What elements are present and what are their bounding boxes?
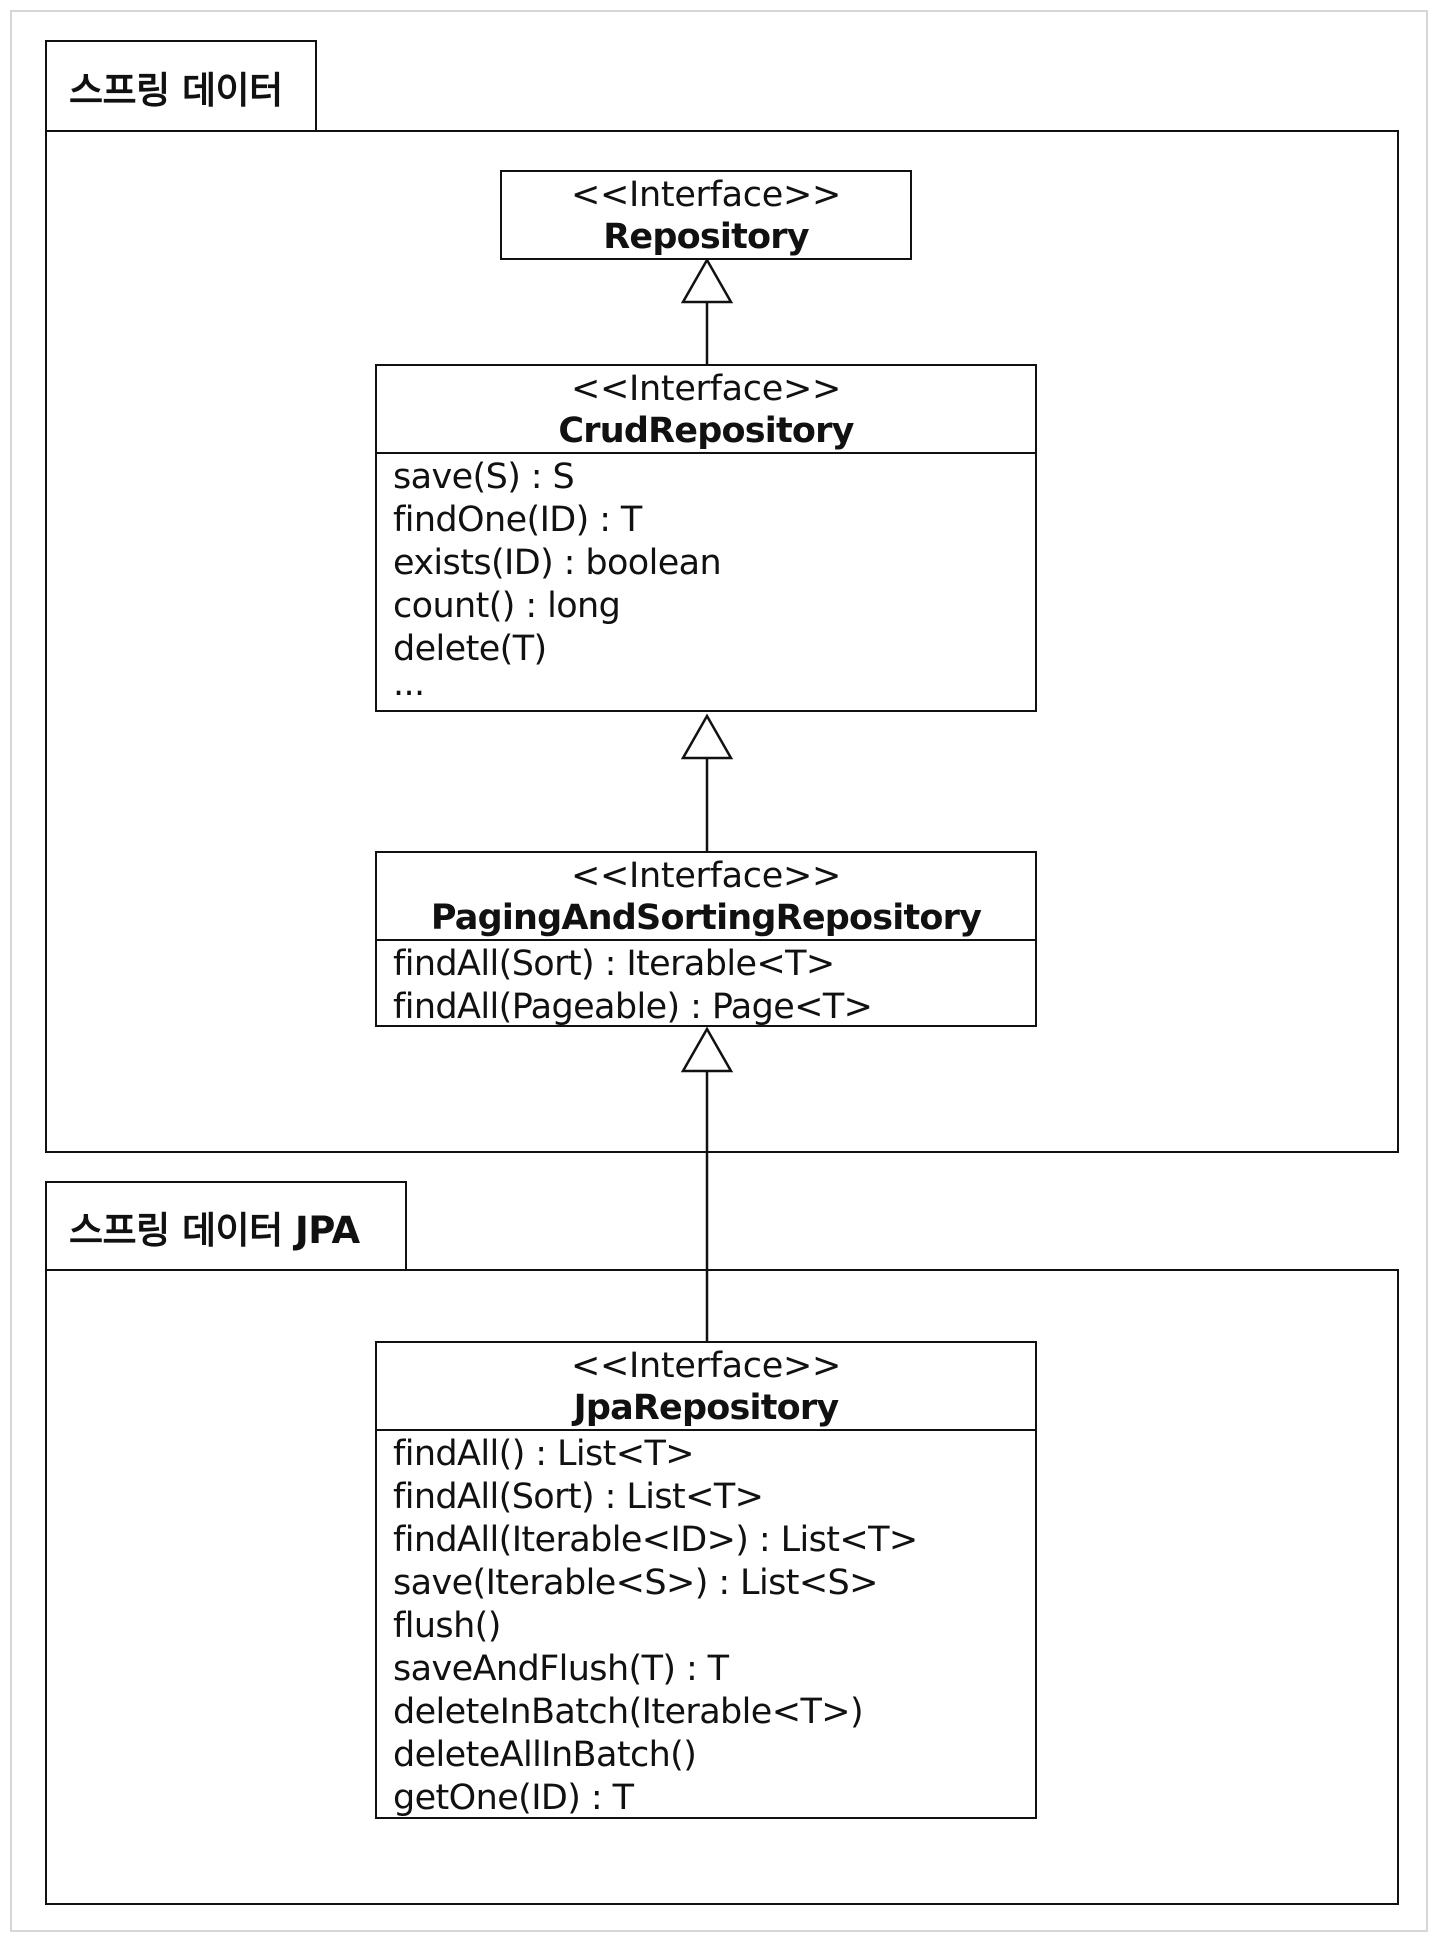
method-get-one: getOne(ID) : T (393, 1778, 634, 1818)
interface-name: JpaRepository (573, 1388, 840, 1428)
package-tab-spring-data-jpa: 스프링 데이터 JPA (45, 1181, 407, 1271)
interface-crud-repository: <<Interface>> CrudRepository save(S) : S… (375, 364, 1037, 712)
method-save-iterable: save(Iterable<S>) : List<S> (393, 1563, 879, 1603)
interface-repository-header: <<Interface>> Repository (502, 172, 910, 258)
method-find-all-sort: findAll(Sort) : List<T> (393, 1477, 764, 1517)
method-find-all-pageable: findAll(Pageable) : Page<T> (393, 987, 873, 1027)
interface-crud-repository-header: <<Interface>> CrudRepository (377, 366, 1035, 454)
method-exists: exists(ID) : boolean (393, 543, 722, 583)
method-delete: delete(T) (393, 629, 547, 669)
method-find-one: findOne(ID) : T (393, 500, 642, 540)
package-tab-spring-data: 스프링 데이터 (45, 40, 317, 132)
method-delete-all-in-batch: deleteAllInBatch() (393, 1735, 697, 1775)
method-count: count() : long (393, 586, 621, 626)
interface-paging-and-sorting-repository: <<Interface>> PagingAndSortingRepository… (375, 851, 1037, 1027)
method-flush: flush() (393, 1606, 501, 1646)
method-delete-in-batch: deleteInBatch(Iterable<T>) (393, 1692, 864, 1732)
package-spring-data-jpa (45, 1269, 1399, 1905)
interface-jpa-repository: <<Interface>> JpaRepository findAll() : … (375, 1341, 1037, 1819)
arrow-head-paging (680, 1026, 734, 1073)
method-save: save(S) : S (393, 457, 575, 497)
interface-name: PagingAndSortingRepository (430, 898, 982, 938)
diagram-frame (10, 10, 1428, 1932)
interface-jpa-repository-header: <<Interface>> JpaRepository (377, 1343, 1035, 1431)
package-label-spring-data: 스프링 데이터 (69, 69, 283, 112)
arrow-head-repository (680, 257, 734, 304)
stereotype-label: <<Interface>> (570, 175, 842, 215)
member-list: findAll(Sort) : Iterable<T> findAll(Page… (377, 941, 1035, 1029)
stereotype-label: <<Interface>> (570, 1346, 842, 1386)
interface-repository: <<Interface>> Repository (500, 170, 912, 260)
interface-name: Repository (603, 217, 809, 257)
method-save-and-flush: saveAndFlush(T) : T (393, 1649, 729, 1689)
method-find-all-sort: findAll(Sort) : Iterable<T> (393, 944, 835, 984)
interface-name: CrudRepository (558, 411, 854, 451)
method-find-all: findAll() : List<T> (393, 1434, 695, 1474)
stereotype-label: <<Interface>> (570, 369, 842, 409)
stereotype-label: <<Interface>> (570, 856, 842, 896)
method-ellipsis: ... (393, 664, 425, 704)
interface-paging-header: <<Interface>> PagingAndSortingRepository (377, 853, 1035, 941)
method-find-all-iterable: findAll(Iterable<ID>) : List<T> (393, 1520, 918, 1560)
member-list: save(S) : S findOne(ID) : T exists(ID) :… (377, 454, 1035, 714)
arrow-head-crud (680, 713, 734, 760)
package-spring-data (45, 130, 1399, 1153)
member-list: findAll() : List<T> findAll(Sort) : List… (377, 1431, 1035, 1820)
package-label-spring-data-jpa: 스프링 데이터 JPA (69, 1209, 360, 1252)
